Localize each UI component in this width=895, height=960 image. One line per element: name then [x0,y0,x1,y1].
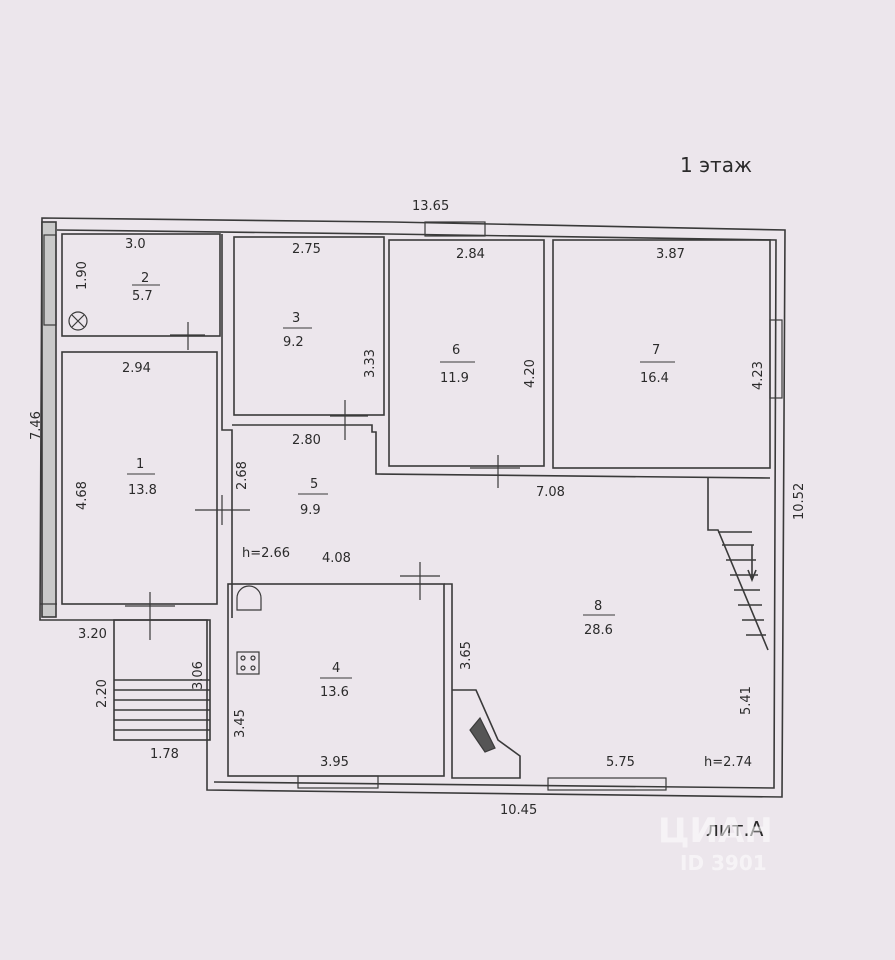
room-6-area: 11.9 [440,371,469,386]
room-5-number: 5 [310,477,318,492]
room-1-number: 1 [136,457,144,472]
floor-title: 1 этаж [680,153,752,177]
fixtures [40,311,496,753]
dim-r2-height: 1.90 [75,261,90,290]
ceiling-height-2: h=2.74 [704,755,752,770]
room-4-number: 4 [332,661,340,676]
dim-r8-bottom: 5.75 [606,755,635,770]
overall-bottom-width: 10.45 [500,803,537,818]
dim-porch-bottom: 1.78 [150,747,179,762]
dim-r4-height: 3.45 [233,709,248,738]
dim-r4-width: 3.95 [320,755,349,770]
room-8-area: 28.6 [584,623,613,638]
stove-icon [236,651,260,675]
fireplace-icon [236,585,262,611]
chimney-icon [469,716,496,753]
watermark-id: ID 3901 [680,851,767,875]
dim-r3-height: 3.33 [363,349,378,378]
gas-boiler-icon [68,311,88,331]
dim-r3-width: 2.75 [292,242,321,257]
walls [39,217,786,798]
overall-top-width: 13.65 [412,199,449,214]
dim-r2-width: 3.0 [125,237,146,252]
room-7-area: 16.4 [640,371,669,386]
room-2-area: 5.7 [132,289,153,304]
overall-left-height: 7.46 [29,411,44,440]
room-3-number: 3 [292,311,300,326]
dim-porch-top: 3.20 [78,627,107,642]
room-3-area: 9.2 [283,335,304,350]
dim-r5-height: 2.68 [235,461,250,490]
dim-r6-width: 2.84 [456,247,485,262]
room-underlines [127,284,675,679]
room-1-area: 13.8 [128,483,157,498]
room-2-number: 2 [141,271,149,286]
dim-r1-height: 4.68 [75,481,90,510]
room-4-area: 13.6 [320,685,349,700]
room-6-number: 6 [452,343,460,358]
dim-r8-right: 5.41 [739,686,754,715]
overall-right-height: 10.52 [792,483,807,520]
dim-r8-top: 7.08 [536,485,565,500]
dim-r6-height: 4.20 [523,359,538,388]
room-8-number: 8 [594,599,602,614]
dim-r1-width: 2.94 [122,361,151,376]
dim-porch-height: 2.20 [95,679,110,708]
dim-r7-height: 4.23 [751,361,766,390]
openings [43,221,783,791]
watermark-brand: ЦИАН [658,811,773,851]
dim-r3-bottom: 2.80 [292,433,321,448]
room-5-area: 9.9 [300,503,321,518]
liter-label: лит.А [706,817,764,841]
room-7-number: 7 [652,343,660,358]
dim-r5-width: 4.08 [322,551,351,566]
ceiling-height-1: h=2.66 [242,546,290,561]
dim-r7-width: 3.87 [656,247,685,262]
dim-r8-left: 3.65 [459,641,474,670]
dim-porch-inner: 3.06 [191,661,206,690]
